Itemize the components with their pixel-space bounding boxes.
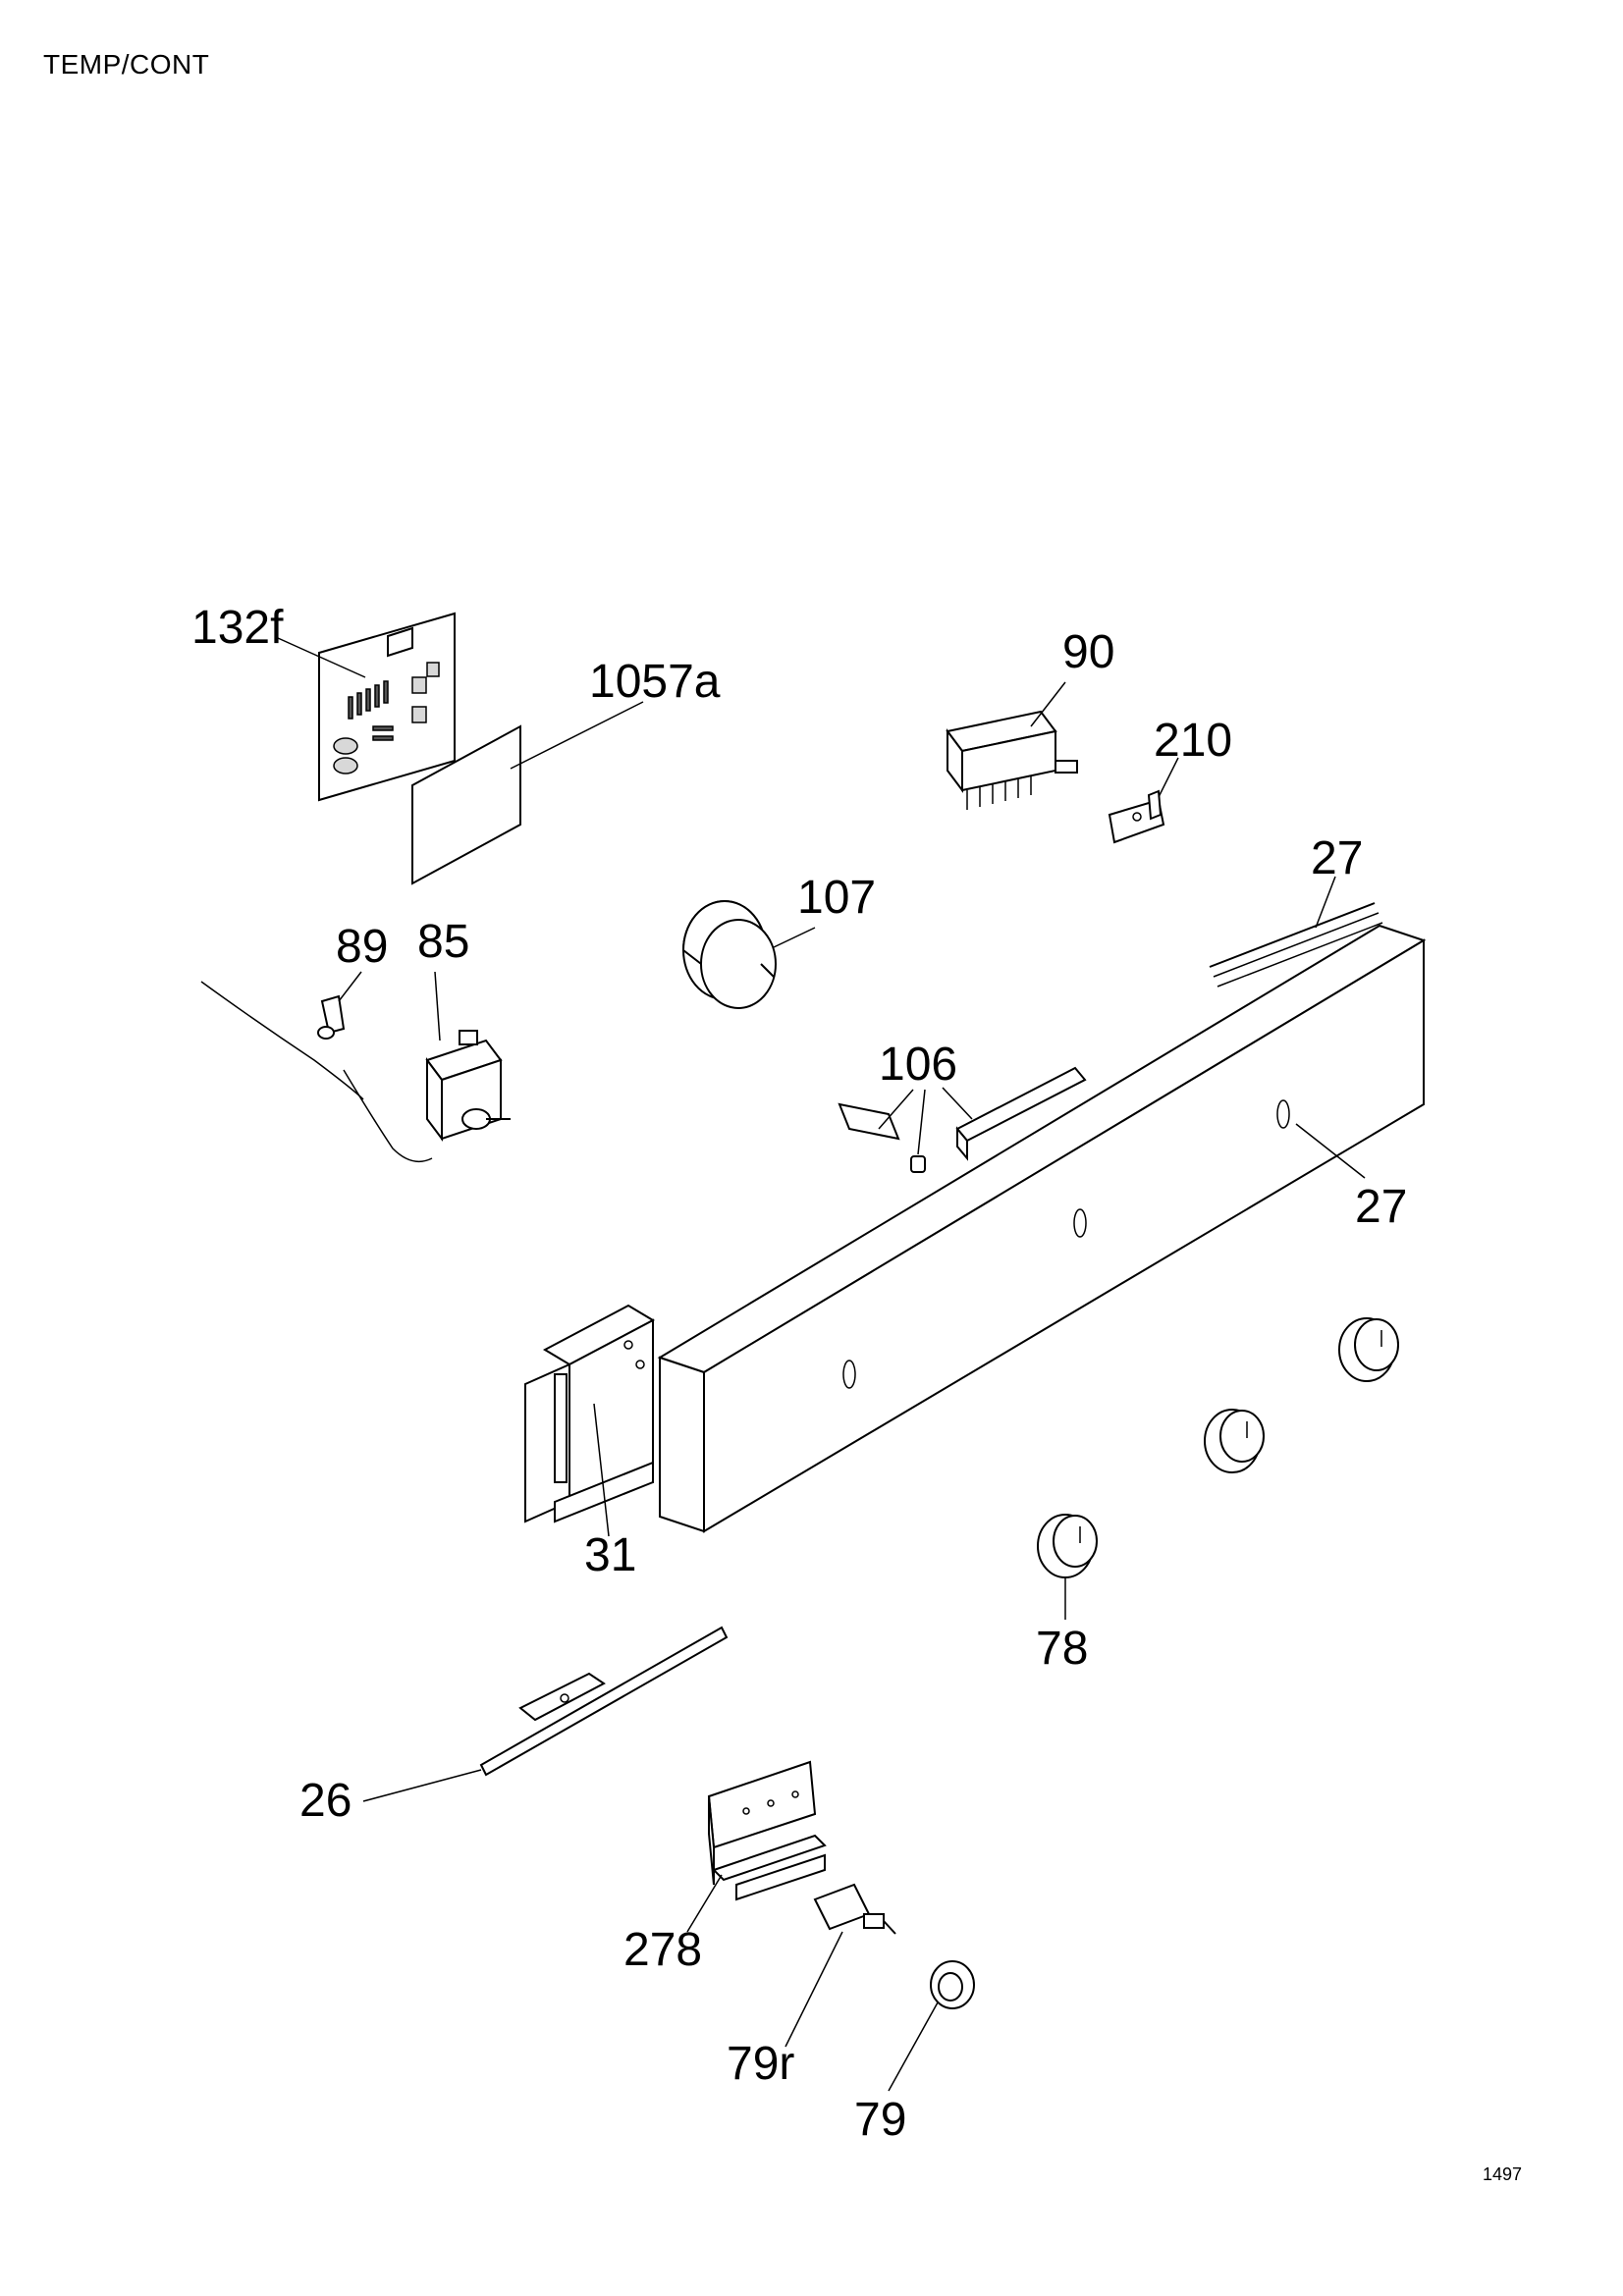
trim-rail-part [479, 1626, 729, 1777]
timer-motor-part [681, 900, 777, 1009]
callout-85: 85 [417, 916, 469, 968]
control-panel-part [657, 924, 1427, 1533]
ring-part [930, 1960, 975, 2009]
callout-89: 89 [336, 921, 388, 973]
insulation-sheet-part [411, 724, 521, 885]
callout-78: 78 [1036, 1623, 1088, 1675]
selector-switch-part [946, 710, 1078, 810]
mounting-bracket-part [707, 1760, 827, 1901]
control-knob-part [1037, 1317, 1399, 1578]
callout-79r: 79r [727, 2038, 794, 2090]
callout-27-panel: 27 [1355, 1181, 1407, 1233]
callout-132f: 132f [191, 602, 284, 654]
sensor-probe-part [200, 981, 433, 1163]
thermostat-part [425, 1030, 511, 1142]
page-number: 1497 [1483, 2164, 1523, 2184]
callout-210: 210 [1154, 715, 1232, 767]
bracket-clip-part [1108, 789, 1165, 844]
page-header-title: TEMP/CONT [43, 49, 210, 80]
callout-106: 106 [879, 1039, 957, 1091]
callout-278: 278 [623, 1924, 702, 1976]
pcb-board-part [318, 612, 456, 802]
switch-part [813, 1883, 896, 1935]
side-bracket-part [524, 1304, 656, 1523]
callout-1057a: 1057a [589, 656, 721, 708]
trim-strip-part [1209, 902, 1383, 988]
callout-79: 79 [854, 2094, 906, 2146]
callout-31: 31 [584, 1529, 636, 1581]
callout-107: 107 [797, 872, 876, 924]
callout-26: 26 [299, 1775, 352, 1827]
callout-27-top: 27 [1311, 832, 1363, 884]
callout-90: 90 [1062, 626, 1114, 678]
indicator-lamp-part [838, 1066, 1087, 1173]
